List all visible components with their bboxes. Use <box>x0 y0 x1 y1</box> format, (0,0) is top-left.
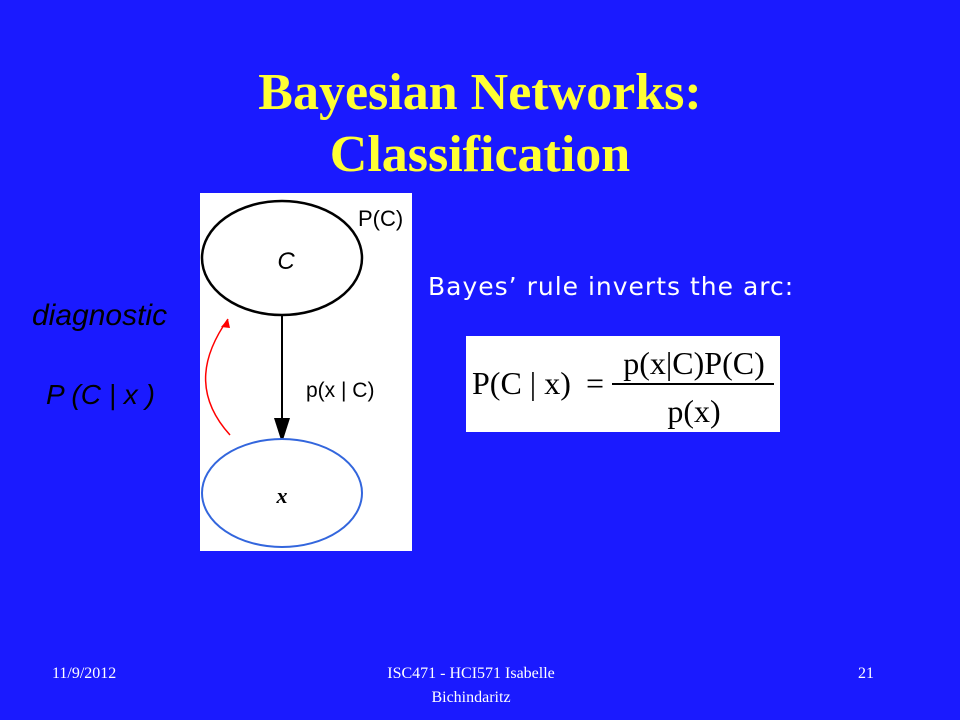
network-svg: C P(C) p(x | C) x <box>200 199 403 548</box>
bayes-rule-formula: P(C | x) = p(x|C)P(C) p(x) <box>466 336 780 432</box>
slide-title: Bayesian Networks: Classification <box>0 62 960 186</box>
footer-date: 11/9/2012 <box>52 665 117 682</box>
edge-label: p(x | C) <box>306 379 374 402</box>
diagnostic-label: diagnostic <box>32 299 168 332</box>
node-x-label: x <box>276 483 288 508</box>
edge-arrowhead <box>274 418 290 443</box>
footer-course-line-2: Bichindaritz <box>431 689 511 706</box>
formula-lhs: P(C | x) <box>472 365 571 401</box>
prior-label: P(C) <box>358 206 403 231</box>
bayes-network-diagram: C P(C) p(x | C) x <box>200 193 412 551</box>
title-line-1: Bayesian Networks: <box>258 64 702 121</box>
title-line-2: Classification <box>329 126 631 183</box>
formula-equals: = <box>586 365 604 401</box>
formula-denominator: p(x) <box>667 393 720 429</box>
formula-numerator: p(x|C)P(C) <box>623 345 765 381</box>
posterior-label: P (C | x ) <box>46 379 155 410</box>
node-x <box>201 438 363 548</box>
node-c-label: C <box>277 248 295 275</box>
arc-note: Bayes’ rule inverts the arc: <box>428 272 795 301</box>
footer-course-line-1: ISC471 - HCI571 Isabelle <box>387 665 555 682</box>
diagnostic-arc-arrowhead <box>221 319 230 328</box>
diagnostic-arc <box>205 318 231 436</box>
formula-svg: P(C | x) = p(x|C)P(C) p(x) <box>472 345 774 429</box>
footer-page-number: 21 <box>858 665 874 682</box>
footer-course: ISC471 - HCI571 Isabelle Bichindaritz <box>356 662 586 710</box>
